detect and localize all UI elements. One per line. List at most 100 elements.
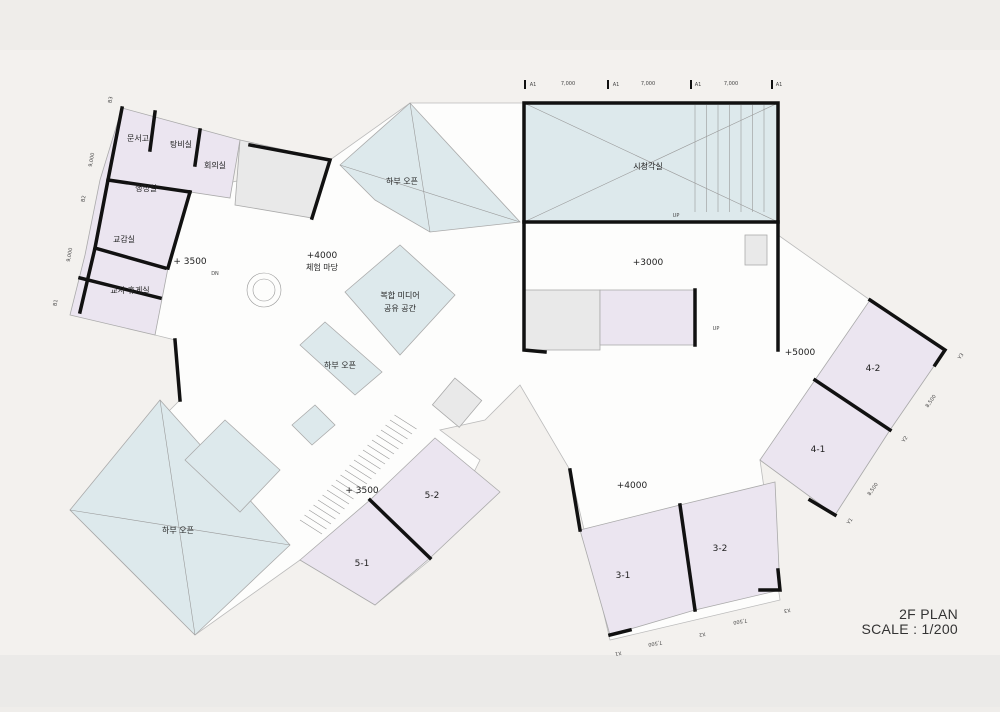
level-plaza: +4000 bbox=[307, 251, 338, 261]
stair-tread bbox=[313, 504, 336, 520]
stair-landing bbox=[184, 419, 281, 513]
stair-tread bbox=[304, 514, 327, 530]
label-meeting: 회의실 bbox=[204, 160, 226, 170]
void-cross bbox=[339, 164, 521, 223]
stair-up-mark: UP bbox=[673, 213, 680, 219]
void-cross bbox=[159, 399, 196, 636]
stair-tread bbox=[317, 499, 341, 515]
grid-label: A1 bbox=[776, 82, 783, 88]
auditorium bbox=[522, 101, 780, 224]
stair-tread bbox=[331, 484, 354, 500]
grid-b: B3 9,000 B2 9,000 B1 bbox=[52, 96, 114, 307]
grid-label: X1 bbox=[614, 649, 622, 656]
wall bbox=[247, 142, 333, 221]
stair-tread bbox=[326, 489, 350, 505]
label-class-5-2: 5-2 bbox=[425, 491, 440, 501]
wall bbox=[867, 297, 948, 368]
level-lobby: +3000 bbox=[633, 258, 664, 268]
grid-label: Y1 bbox=[845, 517, 854, 526]
stair-tread bbox=[385, 424, 408, 440]
grid-span: 7,000 bbox=[561, 81, 575, 87]
stair-tread bbox=[340, 474, 363, 490]
label-admin: 행정실 bbox=[135, 183, 157, 193]
grid-span: 7,000 bbox=[641, 81, 655, 87]
grid-label: B2 bbox=[80, 195, 87, 203]
grid-label: Y3 bbox=[956, 352, 965, 361]
grid-label: X2 bbox=[698, 630, 706, 637]
stair-tread bbox=[380, 429, 404, 445]
wall bbox=[807, 497, 838, 518]
stair-down-mark: DN bbox=[211, 271, 219, 277]
grid-tick bbox=[771, 80, 773, 89]
grid-x: X1 7,500 X2 7,500 X3 bbox=[614, 606, 791, 656]
label-void-top: 하부 오픈 bbox=[386, 176, 418, 186]
label-class-4-2: 4-2 bbox=[866, 364, 881, 374]
level-east-hall: +5000 bbox=[785, 348, 816, 358]
void-cross bbox=[409, 102, 431, 233]
stair-tread bbox=[353, 459, 377, 475]
plan-title: 2F PLAN bbox=[899, 606, 958, 622]
grid-tick bbox=[607, 80, 609, 89]
grid-label: A1 bbox=[530, 82, 537, 88]
void-top bbox=[339, 102, 521, 233]
level-west-hall: + 3500 bbox=[173, 257, 207, 267]
level-south-hall: +4000 bbox=[617, 481, 648, 491]
elevator bbox=[744, 234, 768, 266]
grid-tick bbox=[690, 80, 692, 89]
wall bbox=[678, 503, 697, 612]
stair-tread bbox=[308, 509, 332, 525]
void-center bbox=[299, 321, 383, 396]
plan-scale: SCALE : 1/200 bbox=[861, 621, 958, 637]
media-space bbox=[344, 244, 456, 356]
void-cross bbox=[523, 102, 779, 223]
void-cross bbox=[69, 509, 291, 546]
restroom-central bbox=[524, 289, 601, 351]
label-auditorium: 시청각실 bbox=[633, 161, 662, 171]
grid-label: B3 bbox=[107, 96, 114, 104]
label-plaza: 체험 마당 bbox=[306, 262, 339, 272]
stair-tread bbox=[358, 454, 381, 470]
wall bbox=[165, 189, 193, 271]
stair-void bbox=[291, 404, 336, 446]
label-archive: 문서고 bbox=[127, 134, 149, 143]
grid-span: 9,000 bbox=[66, 247, 74, 262]
wall bbox=[567, 467, 583, 533]
stair-up-mark: UP bbox=[713, 326, 720, 332]
wall bbox=[92, 245, 168, 271]
wall bbox=[77, 275, 163, 301]
wall bbox=[173, 338, 182, 402]
level-southwest-hall: + 3500 bbox=[345, 486, 379, 496]
plan-title-block: 2F PLAN SCALE : 1/200 bbox=[861, 607, 958, 637]
stair-tread bbox=[335, 479, 359, 495]
grid-label: A1 bbox=[613, 82, 620, 88]
grid-span: 9,000 bbox=[88, 152, 96, 167]
auditorium-seating bbox=[694, 105, 765, 212]
office-central bbox=[599, 289, 696, 346]
grid-span: 7,500 bbox=[733, 617, 748, 625]
stair-tread bbox=[367, 444, 390, 460]
grid-label: A1 bbox=[695, 82, 702, 88]
grid-tick bbox=[524, 80, 526, 89]
grid-label: B1 bbox=[52, 299, 59, 307]
label-teacher-lounge: 교사 휴게실 bbox=[110, 285, 149, 295]
label-void-center: 하부 오픈 bbox=[324, 360, 356, 370]
grid-a: A1 A1 A1 A1 7,000 7,000 7,000 bbox=[524, 80, 782, 89]
label-class-3-1: 3-1 bbox=[616, 571, 631, 581]
grid-span: 7,000 bbox=[724, 81, 738, 87]
stair-tread bbox=[299, 519, 323, 535]
stair-tread bbox=[394, 414, 417, 430]
label-void-bottom: 하부 오픈 bbox=[162, 525, 194, 535]
grid-label: Y2 bbox=[900, 435, 909, 444]
wall bbox=[106, 178, 192, 194]
label-class-5-1: 5-1 bbox=[355, 559, 370, 569]
wall bbox=[812, 377, 893, 433]
label-media-1: 복합 미디어 bbox=[380, 290, 419, 300]
label-class-3-2: 3-2 bbox=[713, 544, 728, 554]
wall bbox=[367, 497, 433, 561]
round-bench bbox=[246, 272, 282, 308]
label-vice-principal: 교감실 bbox=[113, 234, 135, 244]
bottom-band bbox=[0, 655, 1000, 707]
wall bbox=[522, 101, 780, 224]
